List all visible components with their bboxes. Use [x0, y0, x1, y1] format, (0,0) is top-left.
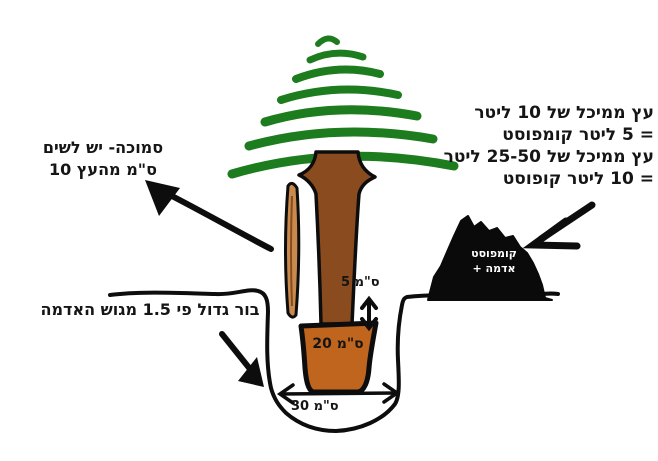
rootball-measure-label: 20 ס"מ — [312, 336, 364, 352]
container-note-line: עץ ממיכל של 10 ליטר — [474, 103, 654, 123]
compost-mound — [427, 215, 553, 301]
crown-arc — [315, 35, 340, 47]
stake-note-line: סמוכה- יש לשים — [42, 138, 164, 157]
hole-width-arrow — [276, 382, 401, 405]
container-note-line: = 10 ליטר קופוסט — [502, 169, 654, 189]
crown-arc — [277, 85, 402, 104]
compost-mound-label: קומפוסט אדמה + — [452, 246, 536, 276]
container-note-line: עץ ממיכל של 25-50 ליטר — [443, 147, 654, 167]
crown-arc — [292, 65, 384, 83]
stake-note-line: 10 ס"מ מהעץ — [48, 160, 157, 179]
container-compost-note: עץ ממיכל של 10 ליטר = 5 ליטר קומפוסט עץ … — [439, 102, 654, 190]
stake-note: סמוכה- יש לשים 10 ס"מ מהעץ — [28, 137, 178, 181]
hole-size-note: בור גדול פי 1.5 מגוש האדמה — [40, 300, 260, 319]
hole-width-measure-label: 30 ס"מ — [291, 399, 339, 414]
crown-arc — [244, 127, 438, 151]
stake-arrow — [145, 180, 274, 252]
support-stake — [284, 181, 301, 319]
height-gap-arrow — [360, 295, 378, 332]
crown-arc — [260, 105, 422, 127]
mound-label-line: קומפוסט — [471, 247, 517, 260]
hole-arrow — [219, 331, 264, 387]
gap-measure-label: 5 ס"מ — [341, 275, 380, 290]
container-note-line: = 5 ליטר קומפוסט — [502, 125, 654, 145]
stake-shading — [290, 195, 293, 307]
mound-label-line: אדמה + — [472, 262, 516, 275]
compost-arrow — [522, 201, 596, 250]
tree-trunk — [297, 150, 377, 326]
root-ball-pot — [298, 320, 379, 395]
crown-arc — [306, 49, 367, 64]
planting-hole-outline — [108, 288, 560, 433]
